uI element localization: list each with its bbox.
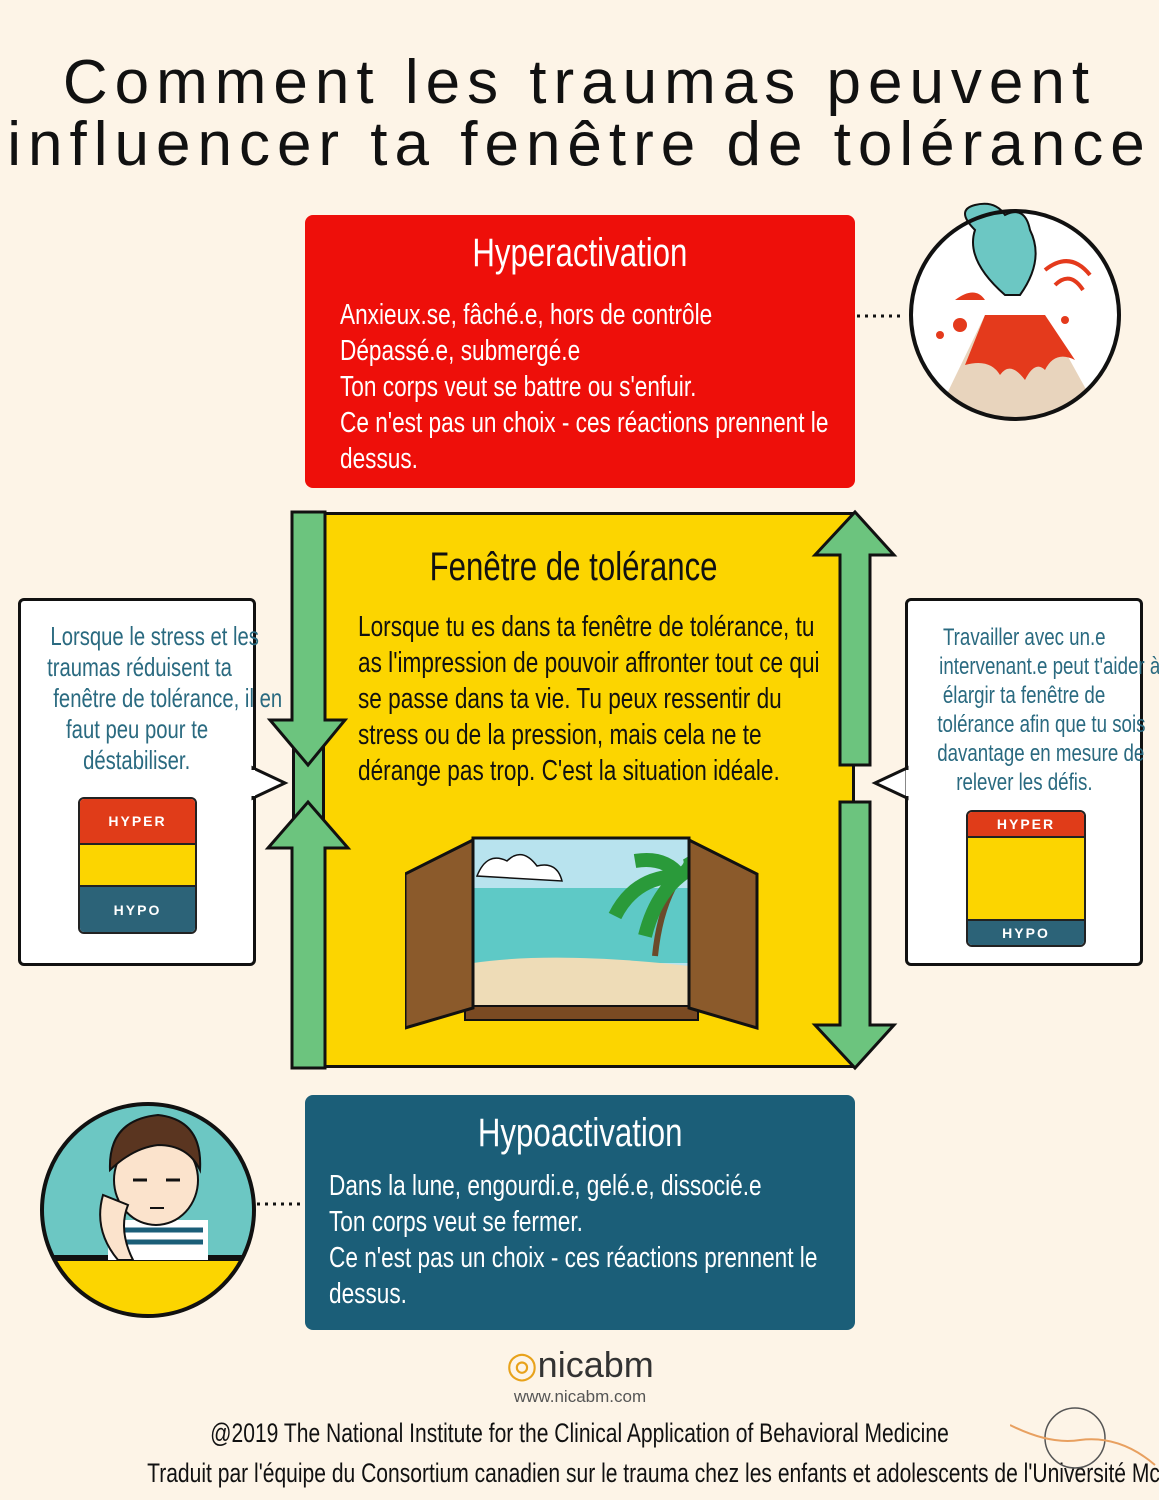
wide-window-bar: HYPER HYPO (966, 810, 1086, 947)
bubble-line: relever les défis. (955, 769, 1093, 796)
bubble-line: traumas réduisent ta (47, 652, 232, 682)
hypo-line: Ce n'est pas un choix - ces réactions pr… (329, 1242, 818, 1274)
logo-name: nicabm (537, 1344, 654, 1385)
hyper-label: HYPER (968, 812, 1084, 838)
narrow-window-bar: HYPER HYPO (78, 797, 197, 934)
tolerance-zone (80, 845, 195, 887)
title-line-1: Comment les traumas peuvent (62, 48, 1097, 117)
logo-url: www.nicabm.com (513, 1387, 647, 1406)
title-line-2: influencer ta fenêtre de tolérance (7, 110, 1152, 179)
tolerance-zone (968, 838, 1084, 921)
nicabm-logo: ◎nicabm www.nicabm.com (480, 1345, 680, 1407)
arrow-up-right-icon (811, 509, 898, 767)
arrow-down-left-icon (266, 510, 349, 768)
hyper-line: Ce n'est pas un choix - ces réactions pr… (340, 407, 829, 439)
window-title: Fenêtre de tolérance (429, 545, 718, 589)
hypoactivation-title: Hypoactivation (477, 1111, 683, 1155)
hypo-label: HYPO (968, 921, 1084, 945)
bubble-line: déstabiliser. (83, 745, 191, 775)
volcano-icon (909, 202, 1121, 421)
arrow-down-right-icon (811, 800, 898, 1071)
hyper-label: HYPER (80, 799, 195, 845)
bubble-line: intervenant.e peut t'aider à (939, 653, 1159, 680)
bored-person-icon (40, 1102, 256, 1318)
copyright-text: @2019 The National Institute for the Cli… (210, 1418, 949, 1448)
translation-credit: Traduit par l'équipe du Consortium canad… (147, 1458, 1159, 1488)
window-line: stress ou de la pression, mais cela ne t… (358, 719, 762, 751)
window-line: Lorsque tu es dans ta fenêtre de toléran… (358, 611, 815, 643)
window-line: se passe dans ta vie. Tu peux ressentir … (358, 683, 782, 715)
hypo-line: Dans la lune, engourdi.e, gelé.e, dissoc… (329, 1170, 762, 1202)
page-title: Comment les traumas peuvent influencer t… (0, 52, 1159, 176)
hyperactivation-card: Hyperactivation Anxieux.se, fâché.e, hor… (305, 215, 855, 488)
right-info-bubble: Travailler avec un.e intervenant.e peut … (905, 598, 1159, 966)
window-line: as l'impression de pouvoir affronter tou… (358, 647, 820, 679)
hyperactivation-title: Hyperactivation (472, 231, 688, 275)
beach-window-illustration (405, 836, 759, 1031)
hyper-line: Dépassé.e, submergé.e (340, 335, 581, 367)
hyper-line: dessus. (340, 443, 418, 475)
left-info-bubble: Lorsque le stress et les traumas réduise… (18, 598, 282, 966)
bubble-line: tolérance afin que tu sois (937, 711, 1146, 738)
decorative-logo-mark (1010, 1407, 1156, 1469)
bubble-line: davantage en mesure de (937, 740, 1145, 767)
bubble-line: fenêtre de tolérance, il en (53, 683, 283, 713)
hyper-line: Ton corps veut se battre ou s'enfuir. (340, 371, 697, 403)
head-icon: ◎ (506, 1344, 538, 1385)
bubble-line: faut peu pour te (65, 714, 209, 744)
hypoactivation-card: Hypoactivation Dans la lune, engourdi.e,… (305, 1095, 855, 1330)
bubble-line: Travailler avec un.e (942, 624, 1106, 651)
hyper-line: Anxieux.se, fâché.e, hors de contrôle (340, 299, 713, 331)
bubble-line: élargir ta fenêtre de (942, 682, 1106, 709)
bubble-line: Lorsque le stress et les (50, 621, 259, 651)
hypo-line: dessus. (329, 1278, 407, 1310)
hypo-label: HYPO (80, 887, 195, 932)
hypo-line: Ton corps veut se fermer. (329, 1206, 583, 1238)
arrow-up-left-icon (264, 799, 352, 1070)
window-line: dérange pas trop. C'est la situation idé… (358, 755, 780, 787)
